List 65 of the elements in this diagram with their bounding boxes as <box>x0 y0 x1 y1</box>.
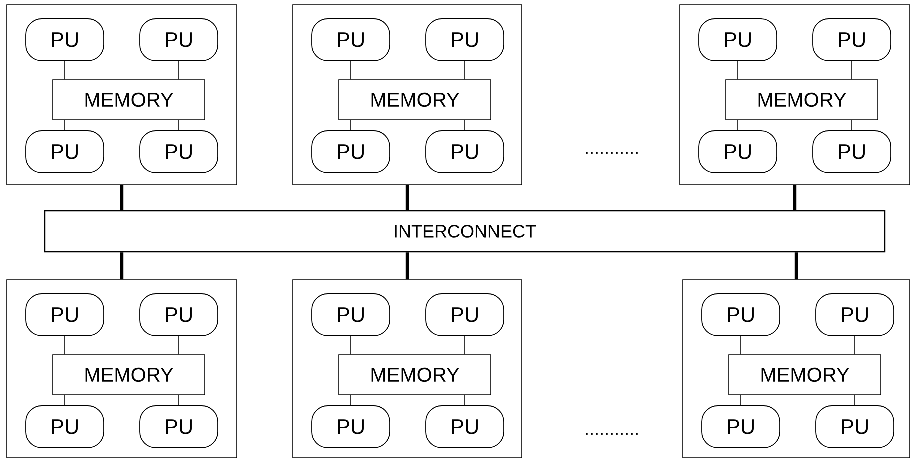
connector-line <box>350 61 352 80</box>
connector-line <box>464 395 466 406</box>
ellipsis-dots: ........... <box>586 152 638 154</box>
processing-unit: PU <box>140 18 218 62</box>
connector-line <box>740 395 742 406</box>
module-box <box>292 4 522 186</box>
connector-line <box>464 336 466 355</box>
processing-unit: PU <box>698 18 778 62</box>
processing-unit: PU <box>698 130 778 174</box>
connector-line <box>793 185 797 210</box>
processing-unit: PU <box>26 130 104 174</box>
connector-line <box>178 336 180 355</box>
processing-unit: PU <box>426 130 504 174</box>
module-box <box>6 280 238 458</box>
memory-box: MEMORY <box>52 354 206 396</box>
connector-line <box>740 336 742 355</box>
processing-unit: PU <box>140 406 218 448</box>
connector-line <box>178 61 180 80</box>
memory-box: MEMORY <box>338 80 492 120</box>
memory-box: MEMORY <box>52 80 206 120</box>
module-box <box>682 280 910 458</box>
processing-unit: PU <box>702 294 780 336</box>
processing-unit: PU <box>812 18 892 62</box>
connector-line <box>464 120 466 131</box>
processing-unit: PU <box>816 406 894 448</box>
connector-line <box>64 120 66 131</box>
processing-unit: PU <box>26 406 104 448</box>
connector-line <box>120 185 124 210</box>
connector-line <box>350 120 352 131</box>
connector-line <box>64 61 66 80</box>
connector-line <box>794 252 798 280</box>
processing-unit: PU <box>140 130 218 174</box>
interconnect-bar: INTERCONNECT <box>44 210 886 253</box>
memory-box: MEMORY <box>728 354 882 396</box>
connector-line <box>406 185 410 210</box>
connector-line <box>406 252 410 280</box>
connector-line <box>854 395 856 406</box>
memory-box: MEMORY <box>338 354 492 396</box>
module-box <box>680 4 910 186</box>
processing-unit: PU <box>312 406 390 448</box>
connector-line <box>350 336 352 355</box>
processing-unit: PU <box>702 406 780 448</box>
connector-line <box>350 395 352 406</box>
processing-unit: PU <box>26 294 104 336</box>
processing-unit: PU <box>312 18 390 62</box>
module-box <box>6 4 238 186</box>
ellipsis-dots: ........... <box>586 433 638 435</box>
connector-line <box>120 252 124 280</box>
processing-unit: PU <box>812 130 892 174</box>
connector-line <box>64 336 66 355</box>
processing-unit: PU <box>816 294 894 336</box>
connector-line <box>178 120 180 131</box>
connector-line <box>854 336 856 355</box>
processing-unit: PU <box>426 406 504 448</box>
processing-unit: PU <box>426 18 504 62</box>
processing-unit: PU <box>312 130 390 174</box>
processing-unit: PU <box>312 294 390 336</box>
processing-unit: PU <box>140 294 218 336</box>
connector-line <box>178 395 180 406</box>
connector-line <box>64 395 66 406</box>
module-box <box>292 280 522 458</box>
memory-box: MEMORY <box>726 80 878 120</box>
processing-unit: PU <box>426 294 504 336</box>
processing-unit: PU <box>26 18 104 62</box>
connector-line <box>464 61 466 80</box>
